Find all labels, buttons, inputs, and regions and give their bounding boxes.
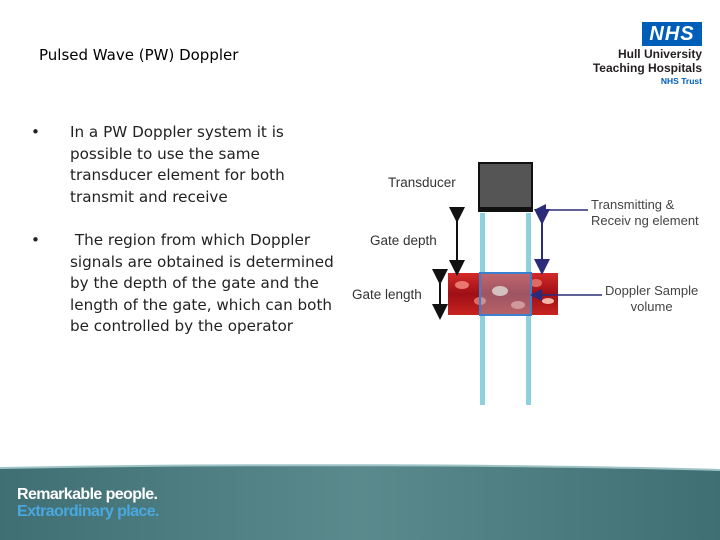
sample-volume-box — [479, 272, 532, 316]
footer-background — [0, 465, 720, 540]
tagline-line-2: Extraordinary place. — [17, 503, 159, 520]
logo-line-1: Hull University — [617, 47, 702, 61]
sample-volume-label: Doppler Sample volume — [605, 283, 698, 315]
gate-depth-label: Gate depth — [370, 233, 437, 248]
sample-label-line-1: Doppler Sample — [605, 283, 699, 298]
logo-line-3: NHS Trust — [660, 76, 702, 86]
bullet-marker: • — [31, 231, 40, 249]
element-label: Transmitting & Receiv ng element — [591, 197, 699, 229]
blood-cell — [492, 286, 508, 296]
blood-cell — [542, 298, 554, 304]
gate-length-label: Gate length — [352, 287, 422, 302]
blood-cell — [511, 301, 525, 309]
nhs-logo-mark: NHS — [642, 22, 702, 46]
logo-line-2: Teaching Hospitals — [592, 61, 702, 75]
footer-band — [0, 464, 720, 540]
element-label-line-1: Transmitting & — [591, 197, 675, 212]
slide-title: Pulsed Wave (PW) Doppler — [39, 46, 239, 64]
transducer-element — [479, 207, 532, 212]
tagline-line-1: Remarkable people. — [17, 486, 158, 503]
pw-doppler-diagram: Transducer Gate depth Gate length Transm… — [340, 155, 720, 425]
footer-edge — [0, 464, 720, 471]
element-label-line-2: Receiv ng element — [591, 213, 699, 228]
diagram-graphic — [432, 162, 602, 405]
bullet-text: In a PW Doppler system it is possible to… — [70, 123, 285, 206]
bullet-item: • The region from which Doppler signals … — [31, 230, 341, 338]
nhs-trust-logo: NHS Hull University Teaching Hospitals N… — [582, 22, 702, 92]
sample-label-line-2: volume — [630, 299, 673, 314]
transducer-block — [478, 162, 533, 212]
blood-cell — [455, 281, 469, 289]
bullet-text: The region from which Doppler signals ar… — [70, 231, 339, 335]
blood-cell — [530, 279, 542, 287]
bullet-list: • In a PW Doppler system it is possible … — [31, 122, 341, 360]
bullet-marker: • — [31, 123, 40, 141]
transducer-label: Transducer — [388, 175, 456, 190]
bullet-item: • In a PW Doppler system it is possible … — [31, 122, 341, 208]
